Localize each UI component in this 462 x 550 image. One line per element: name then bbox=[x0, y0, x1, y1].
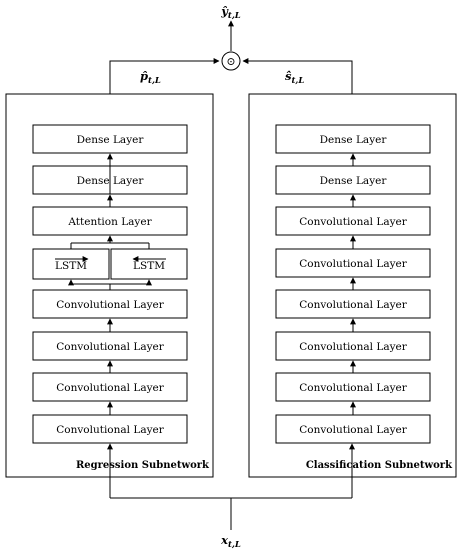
classification-conv-layer-6: Convolutional Layer bbox=[299, 424, 407, 436]
classification-dense-layer-2: Dense Layer bbox=[320, 175, 388, 187]
regression-lstm-backward: LSTM bbox=[133, 260, 165, 272]
classification-output-label: ŝt,L bbox=[285, 69, 304, 86]
classification-dense-layer-1: Dense Layer bbox=[320, 134, 388, 146]
regression-conv-layer-4: Convolutional Layer bbox=[56, 424, 164, 436]
regression-attention-layer: Attention Layer bbox=[67, 216, 152, 228]
classification-output-arrow bbox=[242, 58, 353, 94]
regression-conv-layer-2: Convolutional Layer bbox=[56, 341, 164, 353]
regression-dense-layer-2: Dense Layer bbox=[77, 175, 145, 187]
classification-layers: Dense Layer Dense Layer Convolutional La… bbox=[275, 124, 431, 444]
regression-lstm-forward: LSTM bbox=[55, 260, 87, 272]
classification-conv-layer-4: Convolutional Layer bbox=[299, 341, 407, 353]
output-label: ŷt,L bbox=[220, 4, 241, 21]
regression-subnetwork-title: Regression Subnetwork bbox=[76, 460, 210, 471]
classification-conv-layer-2: Convolutional Layer bbox=[299, 258, 407, 270]
regression-dense-layer-1: Dense Layer bbox=[77, 134, 145, 146]
combine-operator bbox=[221, 51, 241, 71]
classification-conv-layer-5: Convolutional Layer bbox=[299, 382, 407, 394]
regression-conv-layer-1: Convolutional Layer bbox=[56, 299, 164, 311]
regression-layers: Dense Layer Dense Layer Attention Layer … bbox=[32, 124, 188, 444]
input-connectors bbox=[107, 443, 355, 530]
input-label: xt,L bbox=[220, 533, 241, 550]
regression-output-label: p̂t,L bbox=[140, 69, 161, 86]
classification-subnetwork-title: Classification Subnetwork bbox=[306, 460, 453, 471]
classification-conv-layer-3: Convolutional Layer bbox=[299, 299, 407, 311]
regression-output-arrow bbox=[109, 58, 220, 94]
combine-operator-symbol: ⊙ bbox=[226, 55, 235, 68]
regression-conv-layer-3: Convolutional Layer bbox=[56, 382, 164, 394]
classification-conv-layer-1: Convolutional Layer bbox=[299, 216, 407, 228]
